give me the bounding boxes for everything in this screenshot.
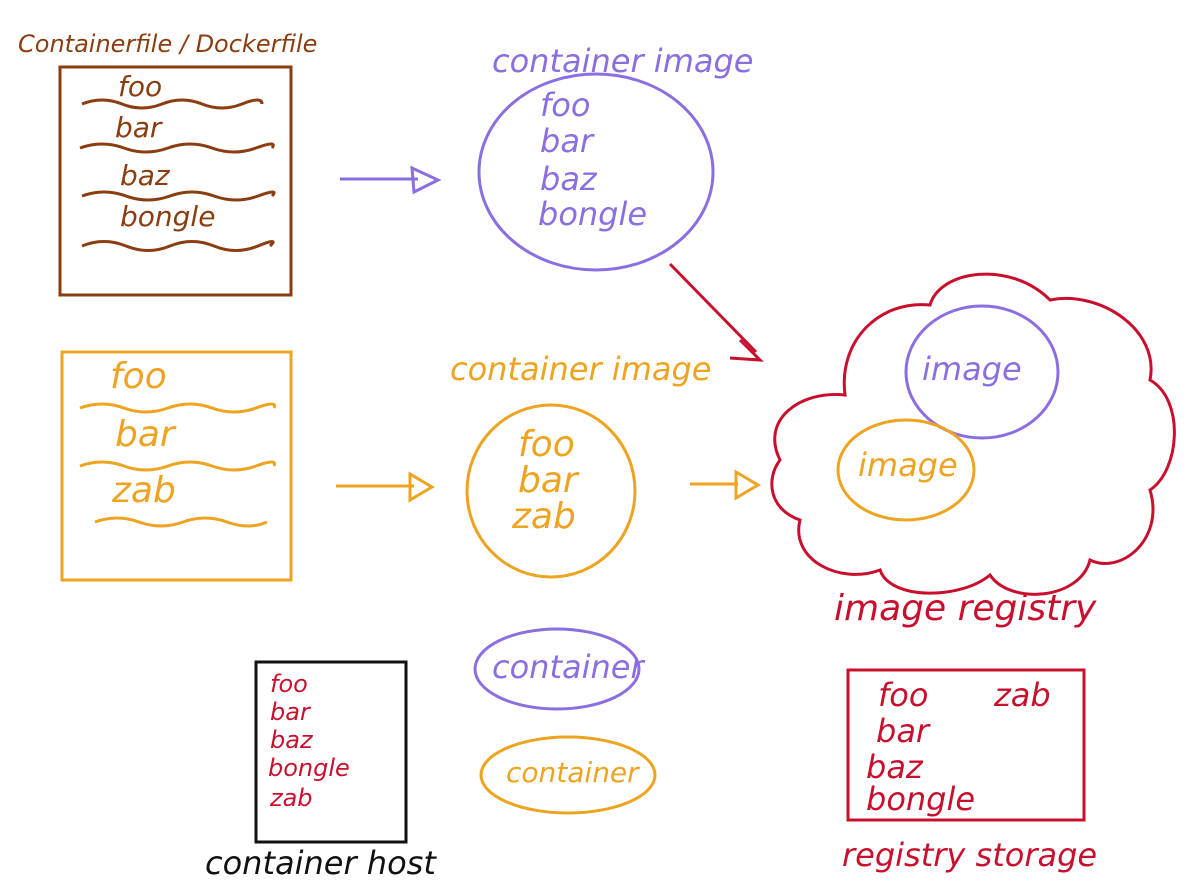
orange-file-line-2: bar	[115, 414, 177, 455]
dockerfile-squiggle-2	[79, 142, 275, 154]
registry-purple-image-label: image	[922, 350, 1022, 388]
purple-container-ellipse	[473, 627, 641, 711]
arrow-orangefile-to-image	[336, 471, 435, 503]
dockerfile-line-3: baz	[120, 159, 171, 192]
storage-col1-line-1: foo	[878, 676, 928, 714]
orange-image-line-3: zab	[511, 496, 576, 537]
purple-image-line-2: bar	[540, 122, 595, 160]
purple-image-line-1: foo	[540, 86, 590, 124]
arrow-dockerfile-to-image	[340, 165, 442, 195]
purple-container-label: container	[492, 648, 645, 686]
storage-col1-line-3: baz	[866, 748, 924, 786]
orange-image-line-2: bar	[518, 460, 580, 501]
host-box	[254, 660, 408, 844]
storage-col1-line-2: bar	[876, 712, 931, 750]
purple-image-line-3: baz	[540, 160, 598, 198]
orange-container-ellipse	[479, 735, 657, 815]
dockerfile-squiggle-1	[81, 98, 264, 110]
orange-image-line-1: foo	[518, 424, 575, 465]
orange-file-line-1: foo	[110, 356, 167, 397]
orange-image-label: container image	[450, 350, 711, 388]
dockerfile-squiggle-4	[81, 240, 275, 252]
registry-purple-image-ellipse	[904, 304, 1060, 440]
purple-image-label: container image	[492, 42, 753, 80]
orange-file-box	[60, 350, 293, 582]
dockerfile-line-2: bar	[115, 111, 163, 144]
host-line-5: zab	[269, 784, 313, 812]
purple-image-ellipse	[477, 72, 715, 272]
orange-container-label: container	[506, 756, 640, 789]
arrow-image-to-registry	[668, 262, 764, 362]
dockerfile-title: Containerfile / Dockerfile	[18, 30, 317, 58]
storage-col2-line-1: zab	[993, 676, 1051, 714]
host-line-1: foo	[270, 670, 308, 698]
purple-image-line-4: bongle	[538, 195, 647, 233]
storage-label: registry storage	[842, 836, 1097, 874]
registry-orange-image-label: image	[858, 446, 958, 484]
host-label: container host	[205, 844, 437, 882]
registry-cloud	[770, 272, 1176, 596]
host-line-3: baz	[270, 726, 314, 754]
dockerfile-line-1: foo	[118, 70, 162, 103]
arrow-orangeimage-to-registry	[690, 469, 761, 501]
orange-image-ellipse	[465, 403, 637, 579]
dockerfile-squiggle-3	[81, 190, 276, 202]
registry-orange-image-ellipse	[836, 418, 976, 522]
storage-col1-line-4: bongle	[866, 780, 975, 818]
storage-box	[846, 668, 1086, 822]
dockerfile-box	[58, 65, 293, 297]
orange-file-squiggle-2	[79, 460, 277, 472]
orange-file-line-3: zab	[111, 470, 176, 511]
registry-label: image registry	[834, 588, 1097, 629]
dockerfile-line-4: bongle	[120, 200, 215, 233]
host-line-2: bar	[270, 698, 312, 726]
orange-file-squiggle-1	[79, 402, 277, 414]
host-line-4: bongle	[268, 754, 350, 782]
orange-file-squiggle-3	[94, 516, 268, 528]
